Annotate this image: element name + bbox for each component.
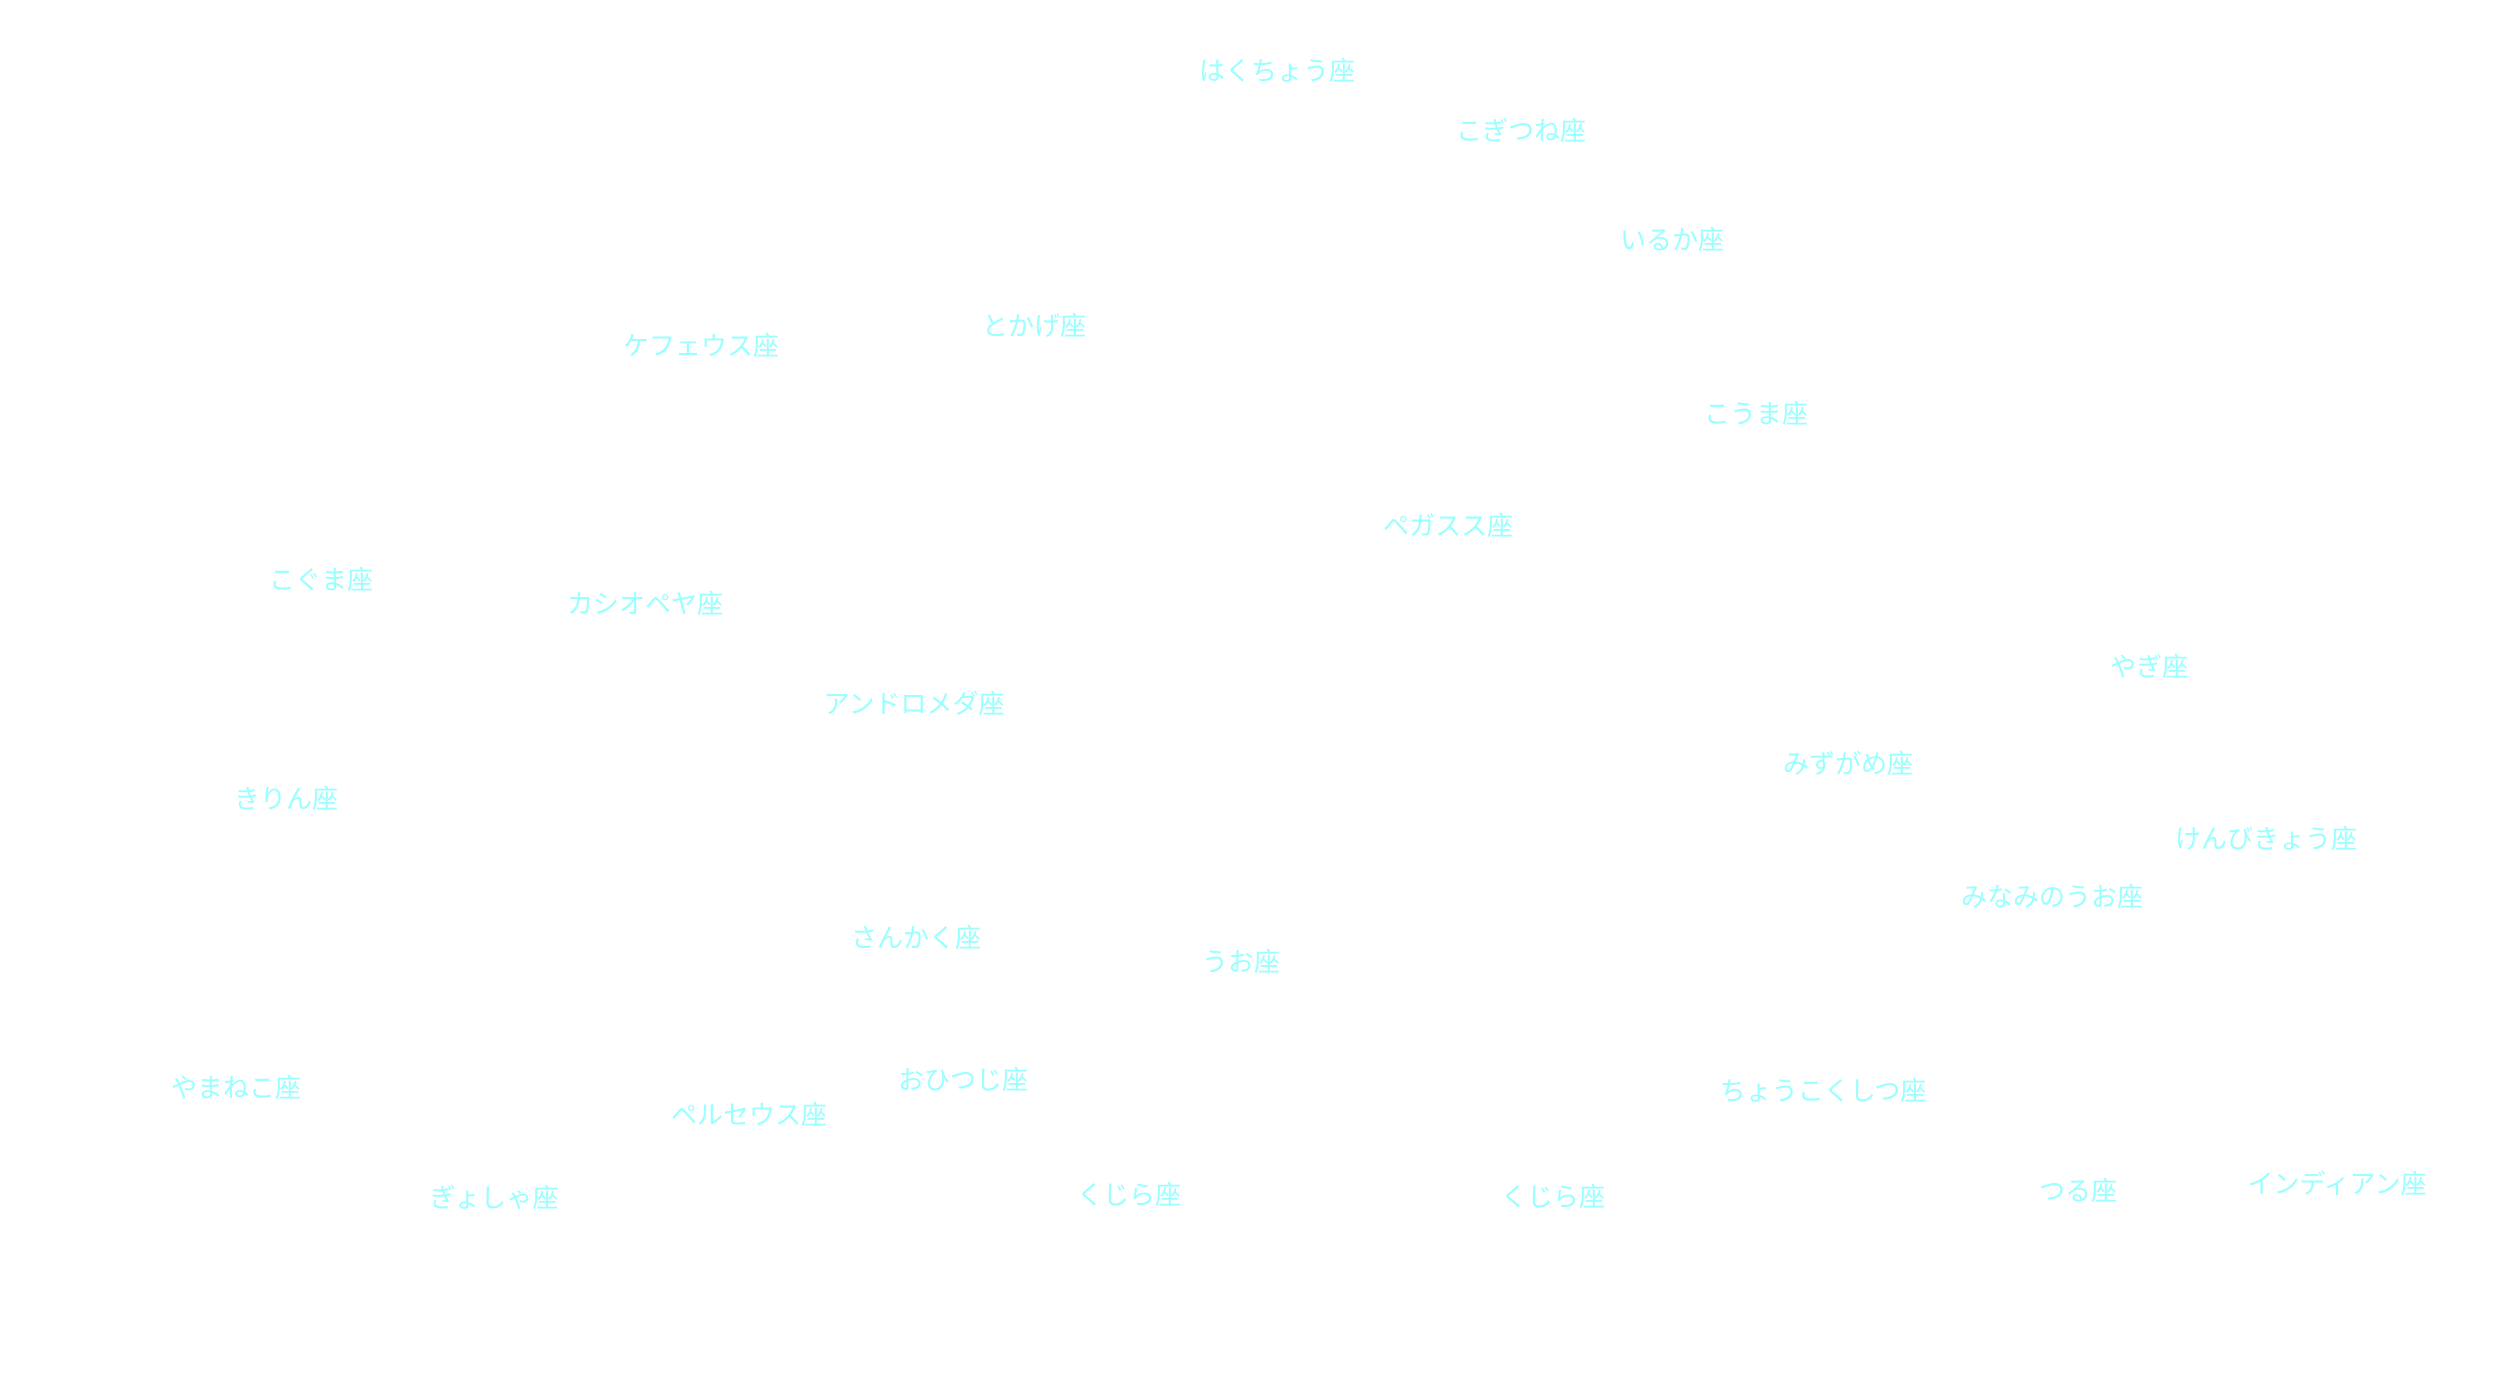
constellation-label-sculptor: ちょうこくしつ座: [1719, 1077, 1927, 1107]
constellation-label-auriga: ぎょしゃ座: [429, 1184, 559, 1214]
constellation-label-capricornus: やぎ座: [2109, 653, 2189, 683]
constellation-label-andromeda: アンドロメダ座: [823, 690, 1005, 720]
constellation-label-perseus: ペルセウス座: [670, 1101, 828, 1131]
constellation-label-lacerta: とかげ座: [981, 312, 1087, 342]
constellation-label-piscis-austrinus: みなみのうお座: [1960, 883, 2144, 913]
constellation-label-cepheus: ケフェウス座: [622, 332, 780, 362]
constellation-label-pisces: うお座: [1201, 948, 1281, 978]
constellation-label-triangulum: さんかく座: [850, 924, 982, 954]
constellation-label-camelopardalis: きりん座: [233, 785, 339, 815]
constellation-label-equuleus: こうま座: [1703, 400, 1809, 430]
constellation-label-indus: インディアン座: [2247, 1170, 2427, 1200]
constellation-label-vulpecula: こぎつね座: [1455, 117, 1587, 147]
constellation-label-cetus: くじら座: [1500, 1183, 1606, 1213]
constellation-label-microscopium: けんびきょう座: [2174, 825, 2358, 855]
constellation-label-aquarius: みずがめ座: [1782, 750, 1914, 780]
constellation-label-pegasus: ペガスス座: [1382, 512, 1514, 542]
constellation-label-ursa-minor: こぐま座: [268, 566, 374, 596]
constellation-label-cetus: くじら座: [1076, 1181, 1182, 1211]
constellation-label-grus: つる座: [2038, 1177, 2118, 1207]
constellation-label-lynx: やまねこ座: [170, 1074, 302, 1104]
constellation-label-aries: おひつじ座: [897, 1066, 1029, 1096]
constellation-label-cassiopeia: カシオペヤ座: [566, 590, 724, 620]
constellation-label-cygnus: はくちょう座: [1198, 57, 1356, 87]
constellation-label-delphinus: いるか座: [1619, 226, 1725, 256]
